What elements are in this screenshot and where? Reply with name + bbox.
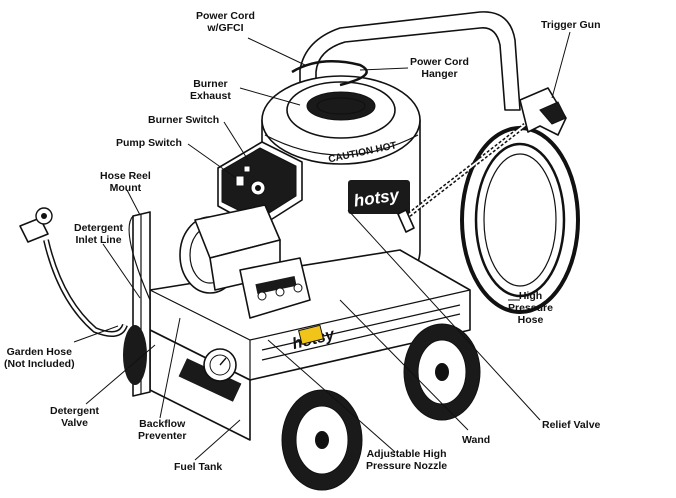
label-burner-switch: Burner Switch [148,114,220,126]
garden-hose-faucet [19,207,53,243]
pump [239,257,311,319]
label-garden-hose: Garden Hose(Not Included) [4,346,75,370]
label-wand: Wand [462,434,491,446]
wheel-front-left [281,389,363,491]
trigger-gun[interactable] [519,87,567,136]
pump-switch-toggle[interactable] [235,175,245,187]
motor [179,204,281,294]
label-pump-switch: Pump Switch [116,137,182,149]
label-relief-valve: Relief Valve [542,419,601,431]
hose-reel [460,126,580,314]
label-trigger-gun: Trigger Gun [541,19,601,31]
power-cord [291,60,368,87]
wand-tip [397,209,415,233]
label-fuel-tank: Fuel Tank [174,461,223,473]
warning-decal [297,324,324,345]
detergent-inlet-line [128,215,151,301]
control-box [217,141,303,229]
leader-lines [73,31,571,461]
push-handle [299,11,521,151]
tank-brand-decal [348,180,410,214]
wheel-rear-left [123,325,147,385]
wheel-front-right [403,323,481,421]
